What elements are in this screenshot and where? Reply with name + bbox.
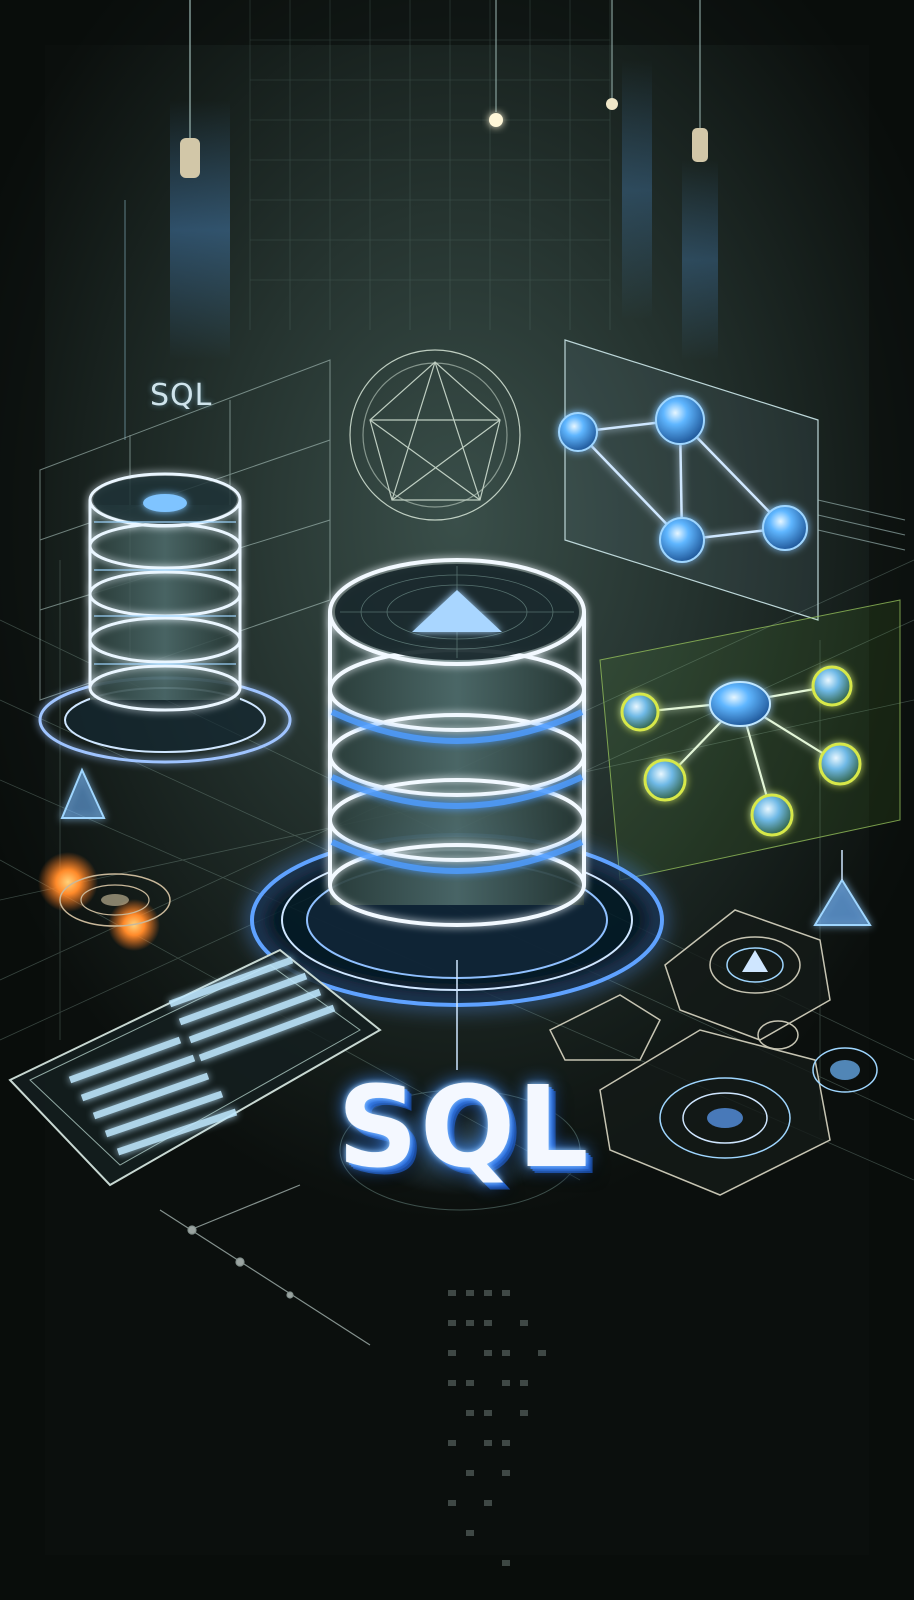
data-stream	[448, 1290, 546, 1566]
network-graph-icon	[558, 339, 906, 621]
hanging-lights	[124, 0, 718, 440]
small-sql-label: SQL	[150, 378, 213, 413]
orange-device-icon	[38, 852, 171, 951]
pyramid-icons	[60, 767, 872, 926]
connector-lines	[159, 1184, 371, 1346]
wireframe-globe-icon	[349, 349, 521, 521]
hero-sql-title: SQL	[337, 1063, 591, 1193]
circuit-devices	[548, 909, 878, 1196]
green-network-graph-icon	[599, 599, 901, 881]
background-grid	[249, 0, 611, 330]
side-database-icon	[38, 472, 292, 764]
main-database-icon	[250, 558, 664, 1070]
table-icon	[8, 948, 382, 1187]
